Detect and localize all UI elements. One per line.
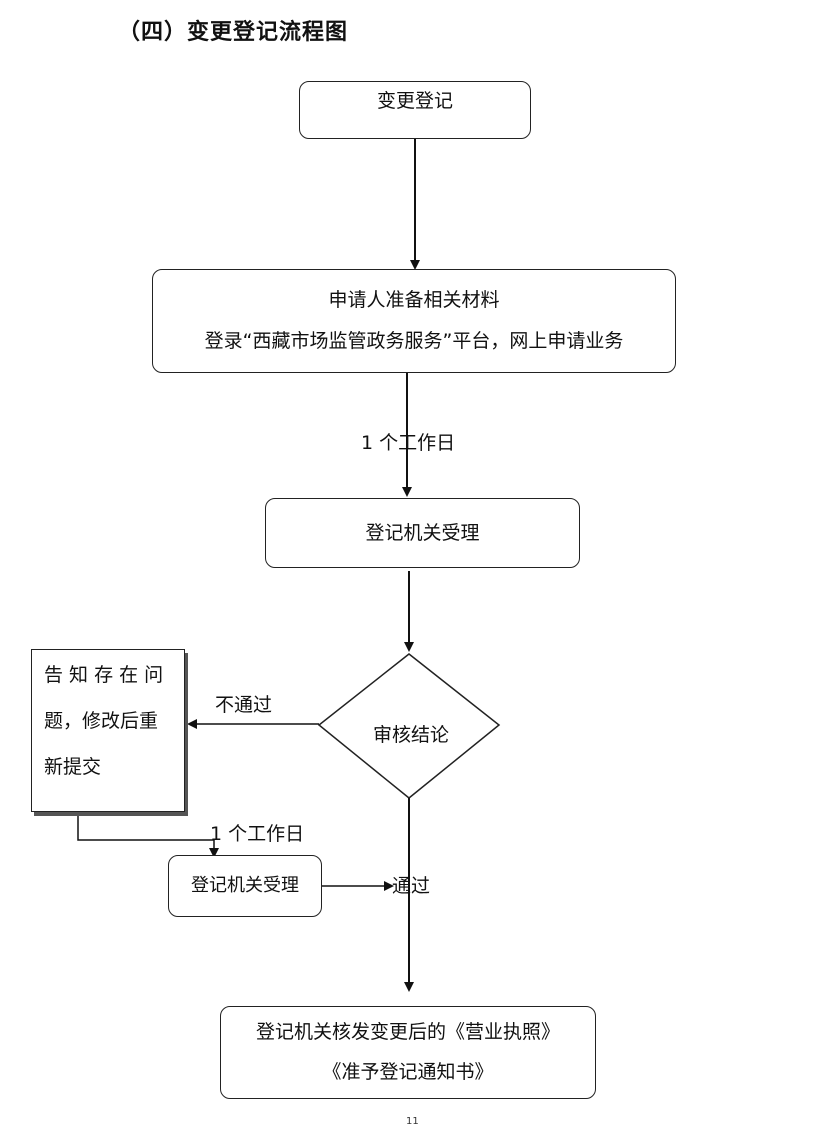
time-label-1: 1 个工作日 <box>361 432 456 454</box>
page-title: （四）变更登记流程图 <box>118 20 349 45</box>
reject-label: 不通过 <box>215 694 273 716</box>
step4-label: 登记机关受理 <box>191 875 299 897</box>
reject-line-1: 告 知 存 在 问 <box>44 664 164 686</box>
step1-label: 变更登记 <box>376 90 453 112</box>
time-label-2: 1 个工作日 <box>210 823 305 845</box>
reject-line-2: 题，修改后重 <box>44 710 159 732</box>
decision-label: 审核结论 <box>373 724 450 746</box>
flow-step-reaccept: 登记机关受理 <box>168 855 322 917</box>
page-number: 11 <box>406 1116 419 1127</box>
flow-step-issue-license: 登记机关核发变更后的《营业执照》 《准予登记通知书》 <box>220 1006 596 1099</box>
final-line2: 《准予登记通知书》 <box>322 1060 494 1083</box>
step2-line2: 登录“西藏市场监管政务服务”平台，网上申请业务 <box>204 330 624 353</box>
flow-step-change-registration: 变更登记 <box>299 81 531 139</box>
arrow-reject-to-step4 <box>77 815 219 858</box>
step3-label: 登记机关受理 <box>365 521 480 544</box>
pass-label: 通过 <box>392 875 431 897</box>
step2-line1: 申请人准备相关材料 <box>328 289 500 312</box>
reject-notice-box: 告 知 存 在 问 题，修改后重 新提交 <box>31 649 185 812</box>
flow-step-prepare-materials: 申请人准备相关材料 登录“西藏市场监管政务服务”平台，网上申请业务 <box>152 269 676 373</box>
final-line1: 登记机关核发变更后的《营业执照》 <box>255 1021 560 1044</box>
flow-step-accept: 登记机关受理 <box>265 498 580 568</box>
reject-line-3: 新提交 <box>44 756 102 778</box>
